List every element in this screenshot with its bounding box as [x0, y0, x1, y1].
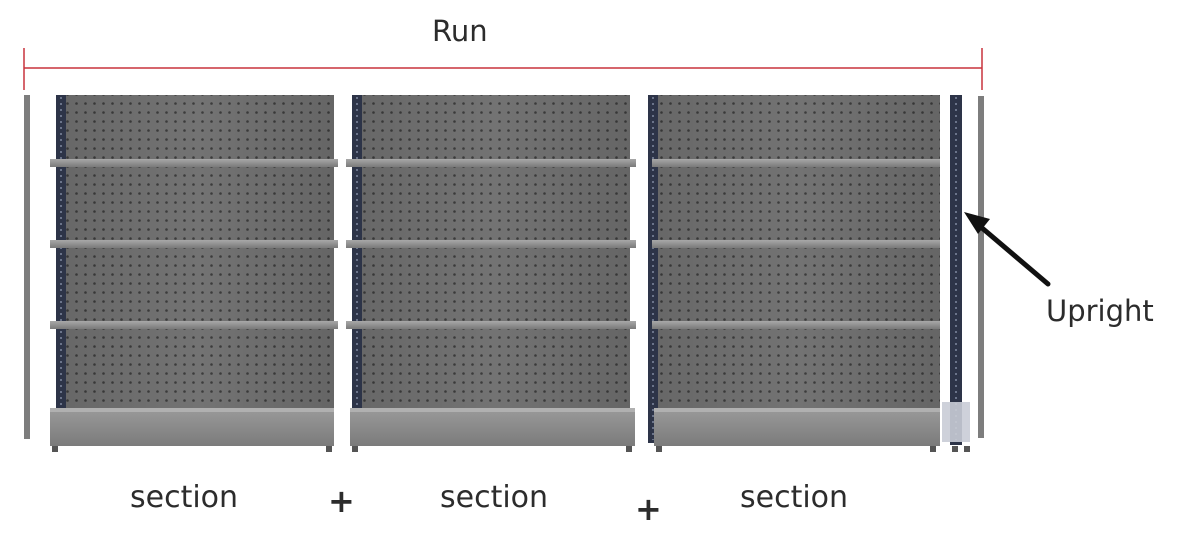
shelf-section-3 [648, 95, 940, 452]
plus-sign-1: + [328, 482, 355, 520]
end-panel-right [978, 96, 984, 438]
base-kickplate [350, 408, 635, 446]
section-label-2: section [440, 480, 549, 515]
run-label: Run [432, 14, 488, 48]
base-kickplate [50, 408, 334, 446]
shelf-section-1 [50, 95, 338, 452]
run-dimension-line [23, 48, 983, 90]
upright-post-right [942, 95, 970, 452]
upright-post [648, 95, 658, 443]
shelf [346, 321, 636, 329]
shelf [652, 321, 940, 329]
end-panel-left [24, 95, 30, 439]
upright-post [56, 95, 66, 443]
upright-post [352, 95, 362, 443]
upright-label: Upright [1046, 294, 1154, 328]
base-kickplate [654, 408, 940, 446]
shelf [346, 240, 636, 248]
shelf-section-2 [346, 95, 636, 452]
arrow-icon [964, 212, 1051, 287]
shelf [50, 321, 338, 329]
shelf [652, 240, 940, 248]
shelf [50, 240, 338, 248]
section-label-3: section [740, 480, 849, 515]
shelf [346, 159, 636, 167]
shelf [50, 159, 338, 167]
shelf [652, 159, 940, 167]
plus-sign-2: + [635, 490, 662, 528]
section-label-1: section [130, 480, 239, 515]
